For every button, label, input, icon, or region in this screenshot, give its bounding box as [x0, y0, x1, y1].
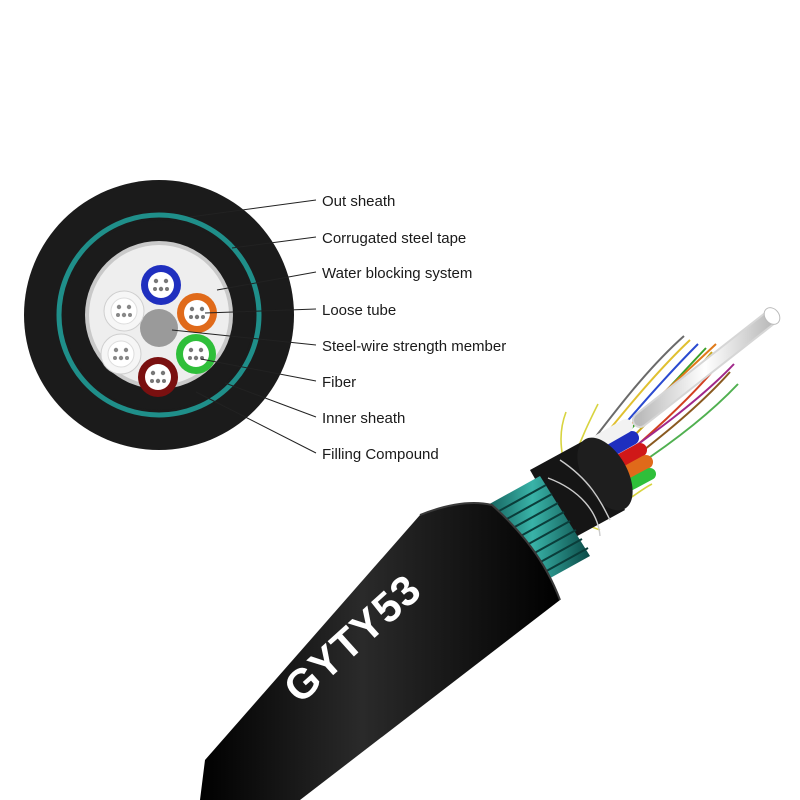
corrugated-steel-tape-ring: [56, 212, 262, 418]
label-corrugated-steel-tape: Corrugated steel tape: [322, 230, 466, 247]
leader-fiber: [200, 358, 317, 382]
component-labels: Out sheath Corrugated steel tape Water b…: [322, 193, 506, 463]
label-inner-sheath: Inner sheath: [322, 410, 405, 427]
leader-out-sheath: [189, 199, 317, 218]
leader-filling-compound: [195, 391, 317, 454]
label-fiber: Fiber: [322, 374, 356, 391]
central-strength-rod: [632, 307, 781, 428]
leader-inner-sheath: [224, 382, 317, 418]
leader-loose-tube: [204, 308, 317, 314]
label-steel-wire-strength-member: Steel-wire strength member: [322, 338, 506, 355]
loose-tube-green: [176, 334, 216, 374]
label-filling-compound: Filling Compound: [322, 446, 439, 463]
label-loose-tube: Loose tube: [322, 302, 396, 319]
loose-tube-orange: [177, 293, 217, 333]
leader-strength-member: [171, 329, 317, 346]
loose-tube-brown: [138, 357, 178, 397]
loose-tube-white-upper: [103, 290, 145, 332]
cross-section: [24, 180, 294, 450]
leader-steel-tape: [231, 236, 317, 249]
loose-tube-white-lower: [100, 333, 142, 375]
outer-sheath-body: [200, 502, 561, 800]
cable-illustration: GYTY53: [200, 307, 781, 800]
leader-lines: [171, 199, 317, 454]
label-water-blocking-system: Water blocking system: [322, 265, 472, 282]
leader-water-blocking: [216, 271, 317, 291]
steel-wire-strength-member: [140, 309, 178, 347]
inner-sheath-stub: [530, 437, 633, 540]
label-out-sheath: Out sheath: [322, 193, 395, 210]
loose-tube-blue: [141, 265, 181, 305]
